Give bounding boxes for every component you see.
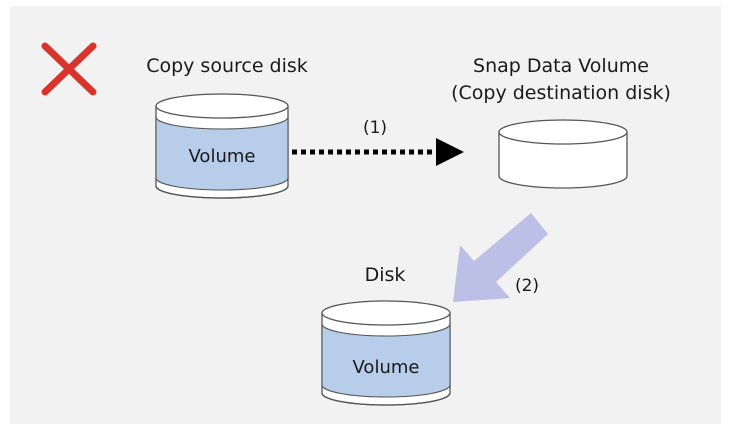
snap-volume-cylinder	[498, 119, 628, 189]
step-2-label: (2)	[515, 276, 539, 296]
disk-volume-label: Volume	[353, 357, 420, 378]
dotted-arrow-icon	[292, 138, 464, 166]
disk-title: Disk	[365, 264, 406, 286]
disk-cylinder	[321, 300, 451, 406]
snap-volume-title: Snap Data Volume	[473, 55, 649, 77]
source-volume-label: Volume	[189, 146, 256, 167]
block-arrow-icon	[453, 213, 548, 302]
source-disk-title: Copy source disk	[146, 55, 308, 77]
cross-mark-icon	[41, 42, 97, 96]
source-disk-cylinder	[155, 93, 289, 199]
step-1-label: (1)	[363, 118, 387, 138]
snap-volume-subtitle: (Copy destination disk)	[451, 82, 671, 104]
